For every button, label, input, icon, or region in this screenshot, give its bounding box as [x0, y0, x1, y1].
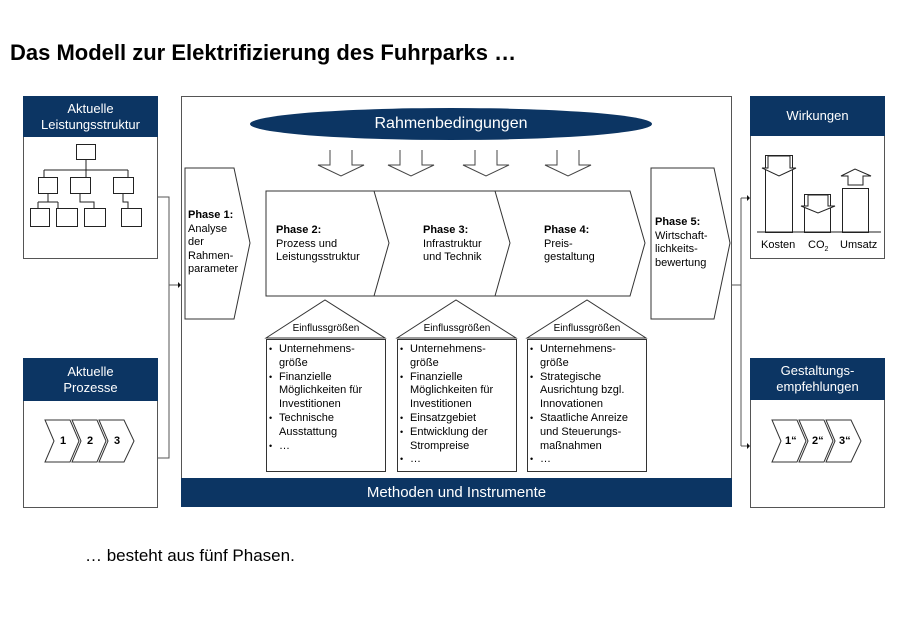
factor-item: …: [529, 453, 645, 467]
process-step-3: [98, 419, 135, 463]
step-label: 3“: [839, 435, 851, 447]
recommend-step-1: [771, 419, 807, 463]
up-arrow-icon: [840, 168, 872, 186]
down-arrow-icon: [462, 150, 510, 177]
down-arrow-icon: [317, 150, 365, 177]
effects-header: Wirkungen: [786, 108, 849, 123]
effect-label-costs: Kosten: [761, 239, 796, 251]
recommend-step-2: [798, 419, 834, 463]
factor-item: Unternehmens- größe: [268, 343, 384, 371]
process-step-2: [71, 419, 107, 463]
left-connector: [157, 196, 178, 459]
down-arrow-icon: [544, 150, 592, 177]
factor-list-3: Unternehmens- größeStrategische Ausricht…: [529, 343, 645, 467]
methods-label: Methoden und Instrumente: [366, 483, 547, 501]
step-label: 1: [60, 435, 67, 447]
factor-list-1: Unternehmens- größeFinanzielle Möglichke…: [268, 343, 384, 453]
recommend-step-3: [825, 419, 862, 463]
down-arrow-icon: [800, 194, 836, 214]
factor-item: Strategische Ausrichtung bzgl. Innovatio…: [529, 371, 645, 412]
factor-label: Einflussgrößen: [423, 323, 491, 334]
phase-5-text: Phase 5:Wirtschaft-lichkeits-bewertung: [655, 216, 708, 269]
right-connector: [731, 197, 747, 447]
factor-item: Unternehmens- größe: [529, 343, 645, 371]
page-title: Das Modell zur Elektrifizierung des Fuhr…: [10, 40, 517, 65]
factor-item: …: [399, 453, 515, 467]
recommend-header: Gestaltungs-empfehlungen: [776, 363, 859, 394]
step-label: 2“: [812, 435, 824, 447]
factor-label: Einflussgrößen: [292, 323, 360, 334]
factor-item: Einsatzgebiet: [399, 412, 515, 426]
step-label: 1“: [785, 435, 797, 447]
processes-header-bg: [23, 358, 158, 401]
factor-item: Finanzielle Möglichkeiten für Investitio…: [268, 371, 384, 412]
factor-box-3: [527, 339, 647, 472]
effect-label-co2: CO2: [808, 239, 829, 254]
factor-item: Entwicklung der Strompreise: [399, 426, 515, 454]
factor-label: Einflussgrößen: [553, 323, 621, 334]
effects-chart: [757, 155, 881, 233]
factor-item: Unternehmens- größe: [399, 343, 515, 371]
factor-item: Finanzielle Möglichkeiten für Investitio…: [399, 371, 515, 412]
conditions-label: Rahmenbedingungen: [374, 115, 528, 132]
down-arrow-icon: [387, 150, 435, 177]
factor-item: Technische Ausstattung: [268, 412, 384, 440]
effects-header-bg: [750, 96, 885, 136]
step-label: 3: [114, 435, 121, 447]
factor-item: Staatliche Anreize und Steuerungs- maßna…: [529, 412, 645, 453]
phase-5-shape: [650, 167, 731, 320]
process-step-1: [44, 419, 80, 463]
conditions-ellipse: [250, 108, 652, 140]
condition-arrows: [317, 150, 592, 177]
phase-4-text: Phase 4:Preis-gestaltung: [544, 224, 595, 263]
factor-box-2: [397, 339, 517, 472]
phase-1-shape: [184, 167, 251, 320]
step-label: 2: [87, 435, 94, 447]
factor-list-2: Unternehmens- größeFinanzielle Möglichke…: [399, 343, 515, 467]
factor-item: …: [268, 440, 384, 454]
factor-box-1: [266, 339, 386, 472]
recommend-header-bg: [750, 358, 885, 400]
footer-text: … besteht aus fünf Phasen.: [85, 546, 295, 565]
org-chart-icon: [30, 144, 142, 227]
structure-header-bg: [23, 96, 158, 137]
down-arrow-icon: [761, 155, 797, 177]
phase-4-shape: [494, 190, 646, 297]
effect-label-revenue: Umsatz: [840, 239, 878, 251]
methods-bar-bg: [181, 478, 732, 507]
